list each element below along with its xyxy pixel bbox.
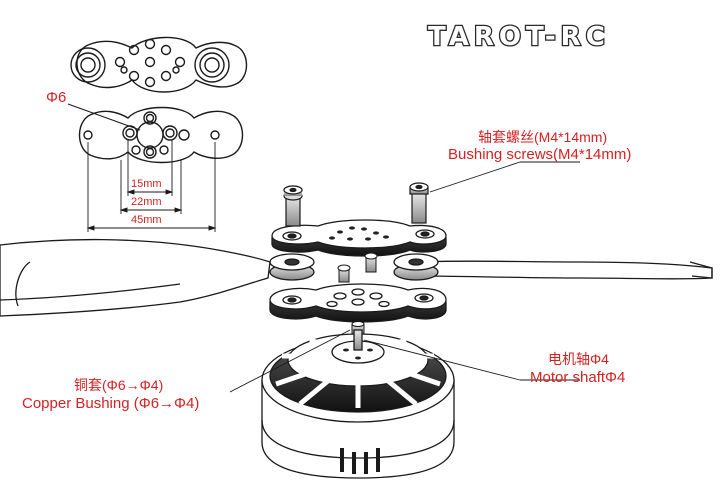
tarot-logo: TAROT-RC [427, 21, 610, 54]
upper-clamp-plate [271, 219, 447, 257]
motor-shaft-label-en: Motor shaftΦ4 [530, 369, 626, 386]
clamp-plate-top-view [70, 36, 248, 93]
phi6-label: Φ6 [46, 89, 67, 106]
clamp-plate-dimensioned [78, 106, 244, 164]
copper-bushing-label-cn: 铜套(Φ6→Φ4) [74, 377, 164, 393]
propeller-left [0, 238, 271, 317]
bushing-screw-right [409, 182, 429, 224]
propeller-right [417, 260, 713, 280]
phi6-leader [67, 103, 141, 131]
bushing-screws-label-en: Bushing screws(M4*14mm) [448, 146, 632, 163]
dim-45mm: 45mm [131, 214, 162, 226]
bushing-screw-left [283, 185, 303, 227]
copper-bushing [351, 312, 365, 335]
bushing-screws-label-cn: 轴套螺丝(M4*14mm) [478, 129, 608, 145]
dimension-lines [86, 140, 217, 232]
lower-clamp-plate [269, 283, 447, 323]
small-screw-left [337, 264, 351, 283]
motor-shaft-label-cn: 电机轴Φ4 [548, 351, 609, 367]
callout-leaders [229, 161, 580, 393]
motor [261, 329, 455, 479]
blade-hub-right [393, 253, 439, 281]
copper-bushing-label-en: Copper Bushing (Φ6→Φ4) [22, 395, 200, 412]
dim-22mm: 22mm [131, 196, 162, 208]
blade-hub-left [269, 253, 315, 281]
logo-text: TAROT-RC [428, 22, 610, 52]
dim-15mm: 15mm [131, 178, 162, 190]
small-screw-right [364, 252, 378, 273]
